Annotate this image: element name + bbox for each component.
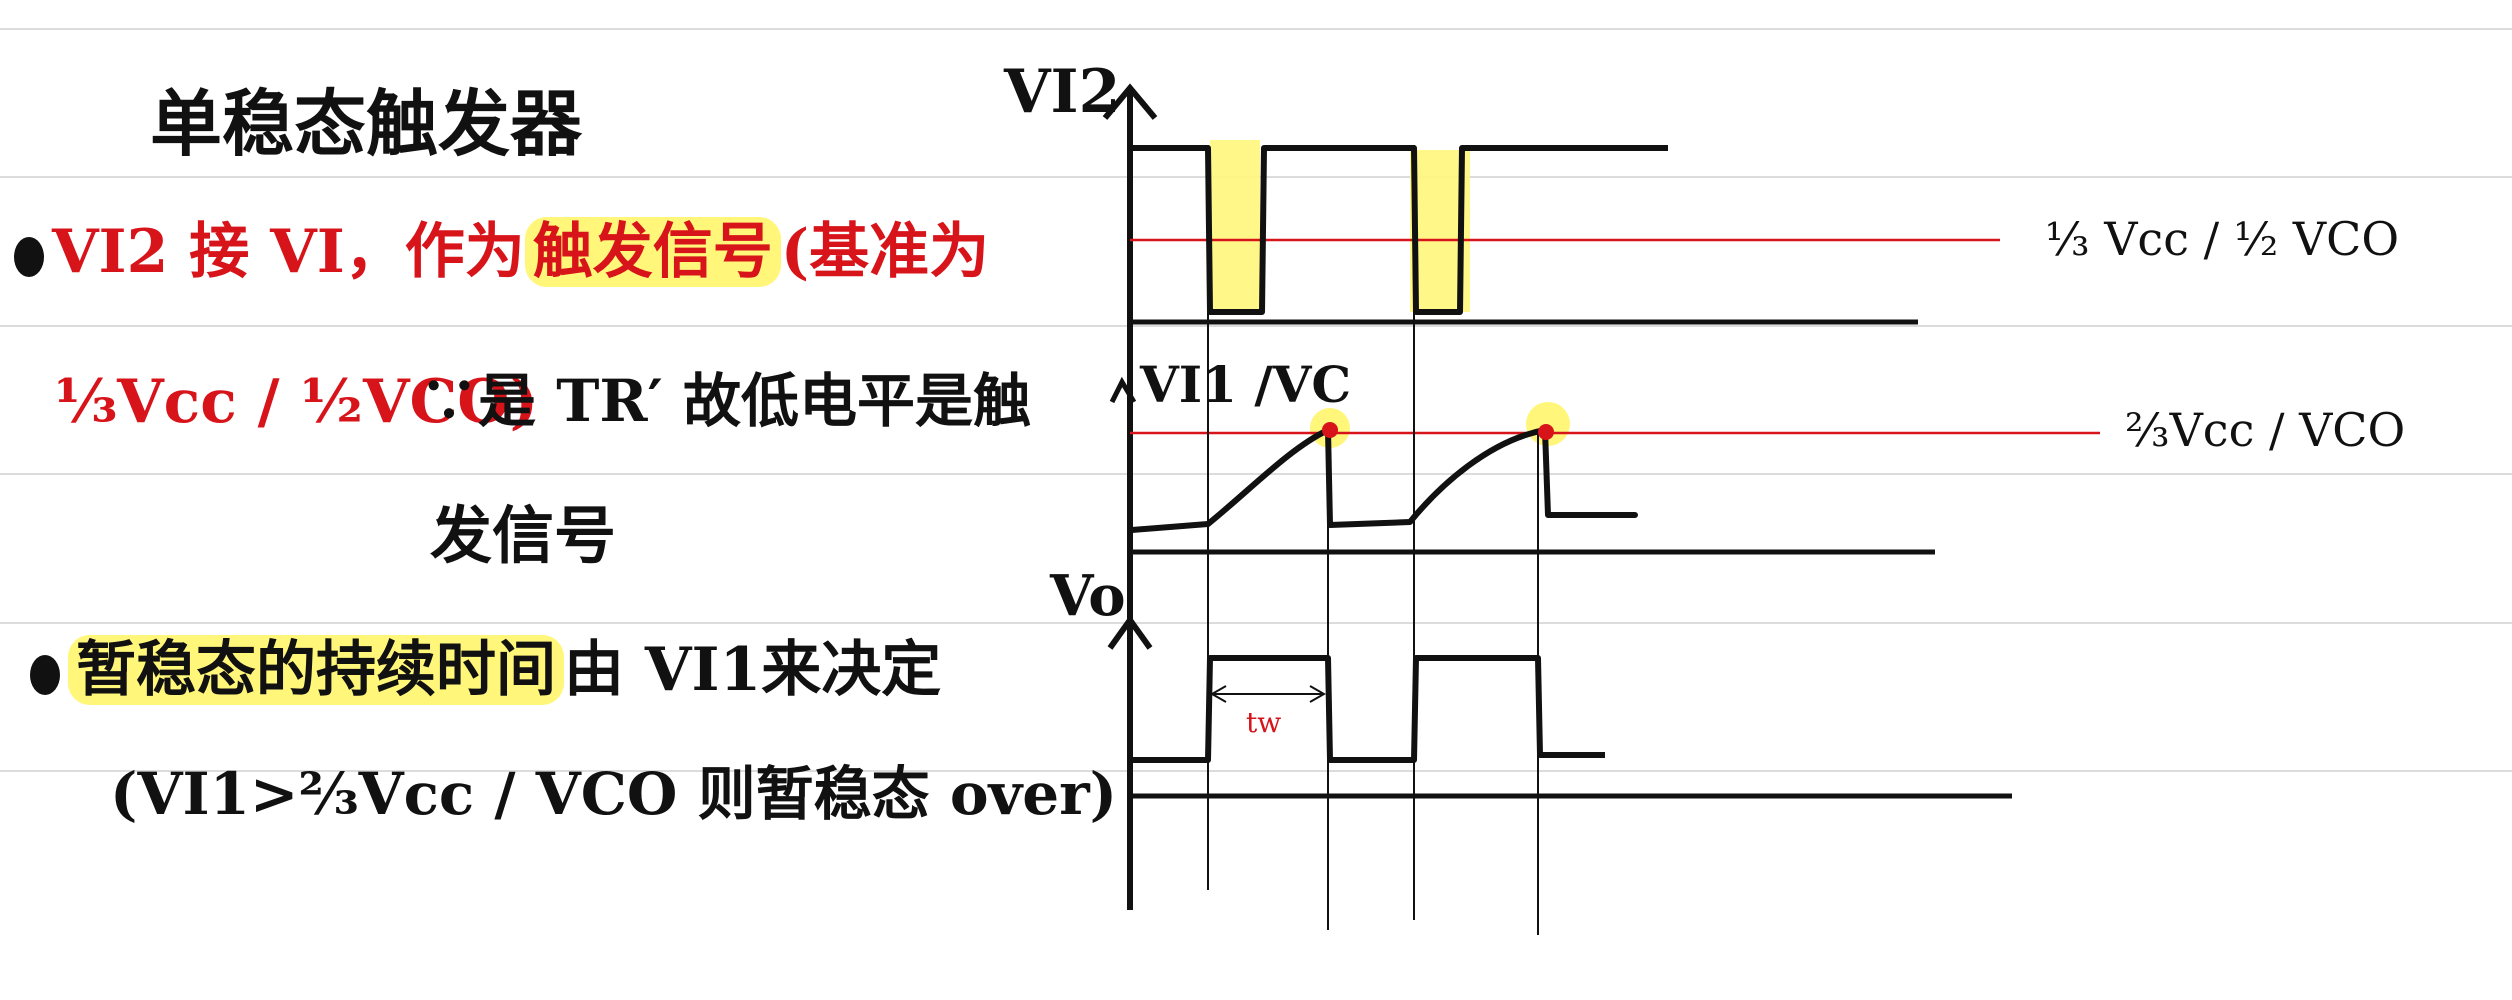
bullet2-detail: (VI1>⅔Vcc / VCO 则暂稳态 over) [110,760,1118,828]
bullet1-lead: VI2 接 VI，作为 [52,217,525,287]
bullet2-highlight: 暂稳态的持续时间 [68,635,564,705]
bullet1-reason: ∵是 TR′ 故低电平是触 [420,367,1032,435]
vo-axis-label: Vo [1049,563,1126,629]
ruled-line [0,325,2512,327]
ruled-line [0,28,2512,30]
tw-label: tw [1246,706,1281,739]
vi1-axis-label: VI1 /VC [1139,355,1351,414]
vi2-axis-label: VI2 [1003,57,1120,127]
note-title: 单稳态触发器 [150,81,583,166]
ruled-line [0,622,2512,624]
vi1-peak-dot [1538,424,1554,440]
vo-axis-arrow [1107,614,1153,650]
vi1-axis-arrow [1109,376,1137,404]
vi2-waveform [1132,145,1668,315]
ruled-line [0,770,2512,772]
vo-waveform [1132,655,1605,763]
trigger-highlight [1210,140,1260,312]
bullet2-tail: 由 VI1来决定 [564,635,942,705]
bullet-dot [14,236,44,277]
threshold-high-label: ⅔Vcc / VCO [2125,403,2405,457]
vi1-peak-dot [1322,422,1338,438]
tw-arrowhead-right [1309,685,1327,703]
bullet1-end: 发信号 [430,499,617,572]
bullet-dot [30,654,60,695]
bullet1-line: VI2 接 VI，作为触发信号(基准为 [14,217,989,287]
tw-arrowhead-left [1209,685,1227,703]
bullet1-tail: (基准为 [780,217,990,287]
bullet2-line: 暂稳态的持续时间由 VI1来决定 [30,635,941,705]
bullet1-highlight: 触发信号 [524,217,781,287]
vi2-axis-arrow [1102,83,1158,120]
threshold-low-label: ⅓ Vcc / ½ VCO [2045,212,2399,266]
ruled-line [0,473,2512,475]
vi1-waveform [1129,427,1638,533]
bullet1-continuation: ⅓Vcc / ½VCO) [55,367,538,437]
